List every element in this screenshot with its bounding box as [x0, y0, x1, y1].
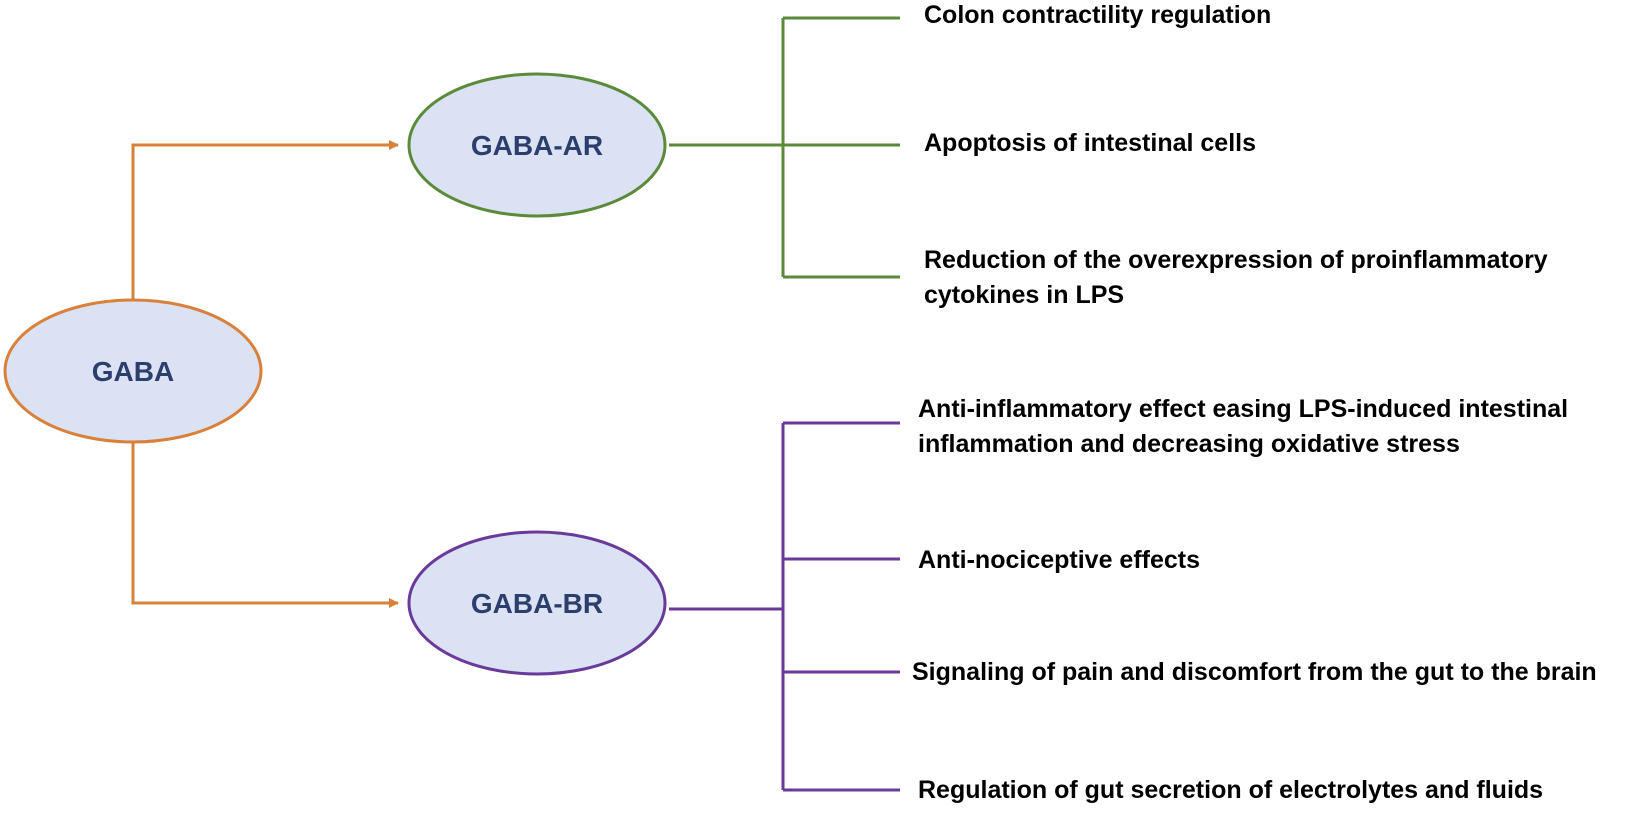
gaba-br-effect-1: Anti-inflammatory effect easing LPS-indu…: [918, 392, 1568, 462]
gaba-node-label: GABA: [92, 356, 174, 387]
effect-line: Regulation of gut secretion of electroly…: [918, 776, 1544, 804]
effect-line: inflammation and decreasing oxidative st…: [918, 430, 1460, 458]
gaba-br-effect-3: Signaling of pain and discomfort from th…: [912, 655, 1597, 690]
gaba-br-node-label: GABA-BR: [471, 588, 603, 619]
effect-line: Colon contractility regulation: [924, 1, 1272, 29]
gaba-ar-node-label: GABA-AR: [471, 130, 603, 161]
gaba-br-node: GABA-BR: [407, 530, 667, 676]
effect-line: Anti-nociceptive effects: [918, 546, 1201, 574]
gaba-ar-effect-1: Colon contractility regulation: [924, 0, 1271, 33]
effect-line: Signaling of pain and discomfort from th…: [912, 658, 1597, 686]
effect-line: cytokines in LPS: [924, 281, 1125, 309]
gaba-to-gaba-ar-arrow: [131, 140, 399, 300]
gaba-ar-bracket: [669, 16, 900, 279]
effect-line: Apoptosis of intestinal cells: [924, 129, 1256, 157]
effect-line: Anti-inflammatory effect easing LPS-indu…: [918, 395, 1569, 423]
gaba-to-gaba-br-arrow: [131, 443, 399, 608]
gaba-ar-effect-3: Reduction of the overexpression of proin…: [924, 243, 1548, 313]
effect-line: Reduction of the overexpression of proin…: [924, 246, 1548, 274]
gaba-ar-effect-2: Apoptosis of intestinal cells: [924, 126, 1256, 161]
gaba-br-effect-4: Regulation of gut secretion of electroly…: [918, 773, 1543, 808]
gaba-br-effect-2: Anti-nociceptive effects: [918, 543, 1200, 578]
gaba-node: GABA: [3, 298, 263, 444]
gaba-br-bracket: [669, 421, 900, 792]
gaba-ar-node: GABA-AR: [407, 72, 667, 218]
